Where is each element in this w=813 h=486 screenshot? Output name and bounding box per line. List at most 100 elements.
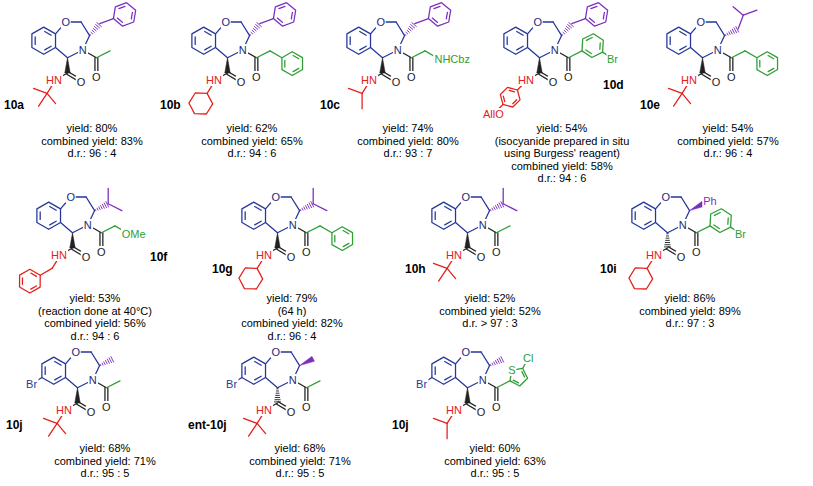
bond xyxy=(293,56,299,59)
bond xyxy=(343,243,349,246)
bond xyxy=(255,376,261,380)
wedge-bond xyxy=(380,58,385,73)
bond xyxy=(411,51,425,58)
bond xyxy=(277,388,278,389)
bond xyxy=(568,51,582,58)
bond xyxy=(291,197,300,211)
bond xyxy=(50,206,56,210)
compound-number: 10c xyxy=(320,98,340,112)
bond xyxy=(738,15,743,29)
atom-label: O xyxy=(66,191,77,203)
bond xyxy=(97,208,99,210)
atom-label: HN xyxy=(517,74,535,86)
molecule xyxy=(239,189,353,289)
yield-line: yield: 52% xyxy=(410,292,570,305)
compound-number: 10e xyxy=(640,98,660,112)
bond xyxy=(517,46,523,50)
bond xyxy=(360,31,366,35)
wedge-bond xyxy=(537,58,542,73)
yield-line: (64 h) xyxy=(212,305,372,318)
bond xyxy=(245,212,246,219)
yield-line: combined yield: 65% xyxy=(172,135,332,148)
bond xyxy=(307,204,309,208)
atom-label: O xyxy=(101,401,112,413)
bond xyxy=(266,378,278,388)
bond xyxy=(591,6,597,8)
atom-label: S xyxy=(507,364,516,376)
bond xyxy=(313,204,327,211)
atom-label: N xyxy=(478,219,488,231)
benzene-ring xyxy=(42,357,66,384)
atom-label: O xyxy=(96,246,107,258)
atom-label: N xyxy=(88,374,98,386)
atom-label: O xyxy=(726,71,737,83)
atom-label: OMe xyxy=(121,228,147,240)
ring xyxy=(582,34,603,58)
bond xyxy=(40,268,52,275)
bond xyxy=(435,367,436,374)
bond xyxy=(503,189,504,204)
atom-label: O xyxy=(661,191,672,203)
yield-line: yield: 74% xyxy=(333,122,483,135)
molecule xyxy=(189,3,303,114)
bond xyxy=(497,204,499,208)
bond xyxy=(725,34,727,35)
bond xyxy=(759,60,760,67)
bond xyxy=(45,46,51,50)
bond xyxy=(106,381,120,388)
atom-label: N xyxy=(678,219,688,231)
compound-number: 10d xyxy=(603,78,624,92)
benzene-ring xyxy=(192,27,216,54)
bond xyxy=(205,31,211,35)
yield-line: yield: 60% xyxy=(415,442,575,455)
atom-label: HN xyxy=(445,404,463,416)
benzene-ring xyxy=(347,27,371,54)
bond xyxy=(306,206,308,209)
wedge-bond xyxy=(300,356,315,365)
bond xyxy=(300,209,302,210)
bond xyxy=(100,364,102,365)
atom-label: O xyxy=(461,346,472,358)
yield-line: yield: 79% xyxy=(212,292,372,305)
bond xyxy=(350,37,351,44)
bond xyxy=(714,225,719,229)
atom-label: N xyxy=(393,44,403,56)
atom-label: O xyxy=(301,246,312,258)
bond xyxy=(445,206,451,210)
bond xyxy=(415,19,429,24)
atom-label: O xyxy=(476,406,487,418)
yield-line: combined yield: 57% xyxy=(653,135,803,148)
compound-number: 10a xyxy=(4,98,24,112)
ring xyxy=(20,269,41,293)
bond xyxy=(256,51,270,58)
bond xyxy=(276,390,278,391)
bond xyxy=(497,359,499,363)
benzene-ring xyxy=(242,202,266,229)
atom-label: O xyxy=(86,406,97,418)
bond xyxy=(667,233,668,234)
ring xyxy=(428,3,450,26)
bond xyxy=(100,19,114,24)
bond xyxy=(309,203,311,208)
bond xyxy=(406,32,408,33)
bond xyxy=(66,378,78,388)
yield-line: (isocyanide prepared in situ using Burge… xyxy=(487,135,637,160)
yield-line: d.r.: 94 : 6 xyxy=(487,172,637,185)
bond xyxy=(91,352,100,366)
bond xyxy=(513,380,518,383)
bond xyxy=(734,28,736,33)
bond xyxy=(108,189,109,204)
atom-label: O xyxy=(271,191,282,203)
bond xyxy=(501,357,504,362)
bond xyxy=(665,242,670,243)
ring xyxy=(113,3,135,26)
bond xyxy=(304,207,305,210)
atom-label: N xyxy=(78,44,88,56)
bond xyxy=(680,46,686,50)
bond xyxy=(284,60,285,67)
bond xyxy=(432,18,437,22)
molecule xyxy=(422,352,529,439)
bond xyxy=(409,26,412,29)
bond xyxy=(47,93,56,103)
bond xyxy=(745,51,757,58)
